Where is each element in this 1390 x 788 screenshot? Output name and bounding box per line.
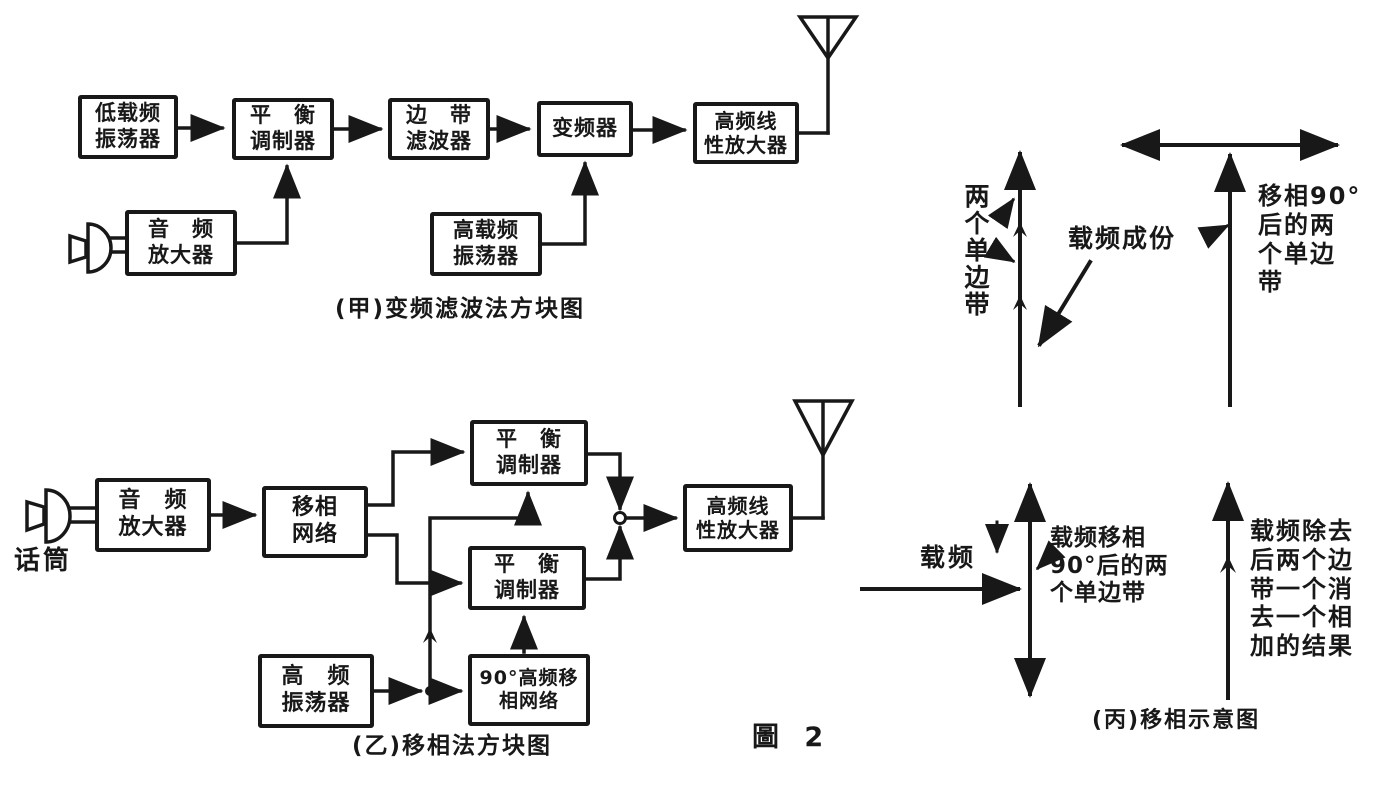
microphone-label: 话筒 (14, 546, 73, 576)
caption-method-b: (乙)移相法方块图 (352, 733, 553, 759)
summing-junction (613, 511, 627, 525)
block-hf-linear-amplifier: 高频线 性放大器 (683, 484, 793, 552)
block-hf-linear-amplifier: 高频线 性放大器 (693, 102, 799, 164)
block-90deg-phase-shift-network: 90°高频移 相网络 (468, 654, 590, 726)
microphone-icon (68, 222, 129, 274)
label-two-sidebands: 两个单边带 (961, 183, 990, 318)
label-carrier-shifted-sidebands: 载频移相 90°后的两 个单边带 (1050, 525, 1169, 607)
label-shifted-sidebands: 移相90° 后的两 个单边 带 (1258, 182, 1362, 297)
diagram-a-wires (176, 114, 830, 246)
microphone-icon (25, 488, 97, 544)
block-balanced-modulator: 平 衡 调制器 (232, 98, 334, 160)
mid-arrowheads (423, 222, 1236, 643)
block-high-carrier-oscillator: 高载频 振荡器 (430, 212, 542, 276)
label-cancellation-result: 载频除去 后两个边 带一个消 去一个相 加的结果 (1250, 517, 1354, 661)
caption-method-c: (丙)移相示意图 (1092, 708, 1261, 733)
block-phase-shift-network: 移相 网络 (262, 486, 368, 558)
label-carrier-component: 载频成份 (1068, 224, 1177, 253)
figure-number: 圖 2 (752, 722, 832, 753)
block-sideband-filter: 边 带 滤波器 (388, 98, 490, 160)
antenna-icon (792, 399, 855, 520)
block-balanced-modulator-bottom: 平 衡 调制器 (468, 546, 586, 610)
antenna-icon (796, 15, 860, 135)
phasor-wires (860, 129, 1340, 700)
label-carrier: 载频 (920, 543, 977, 572)
block-audio-amplifier: 音 频 放大器 (125, 210, 237, 276)
block-low-carrier-oscillator: 低载频 振荡器 (78, 95, 178, 159)
junction-dot (425, 686, 435, 696)
block-frequency-converter: 变频器 (537, 101, 633, 157)
caption-method-a: (甲)变频滤波法方块图 (335, 296, 586, 322)
diagram-b-wires (209, 438, 825, 705)
block-audio-amplifier: 音 频 放大器 (95, 478, 211, 552)
block-hf-oscillator: 高 频 振荡器 (258, 654, 374, 728)
block-balanced-modulator-top: 平 衡 调制器 (470, 420, 588, 486)
